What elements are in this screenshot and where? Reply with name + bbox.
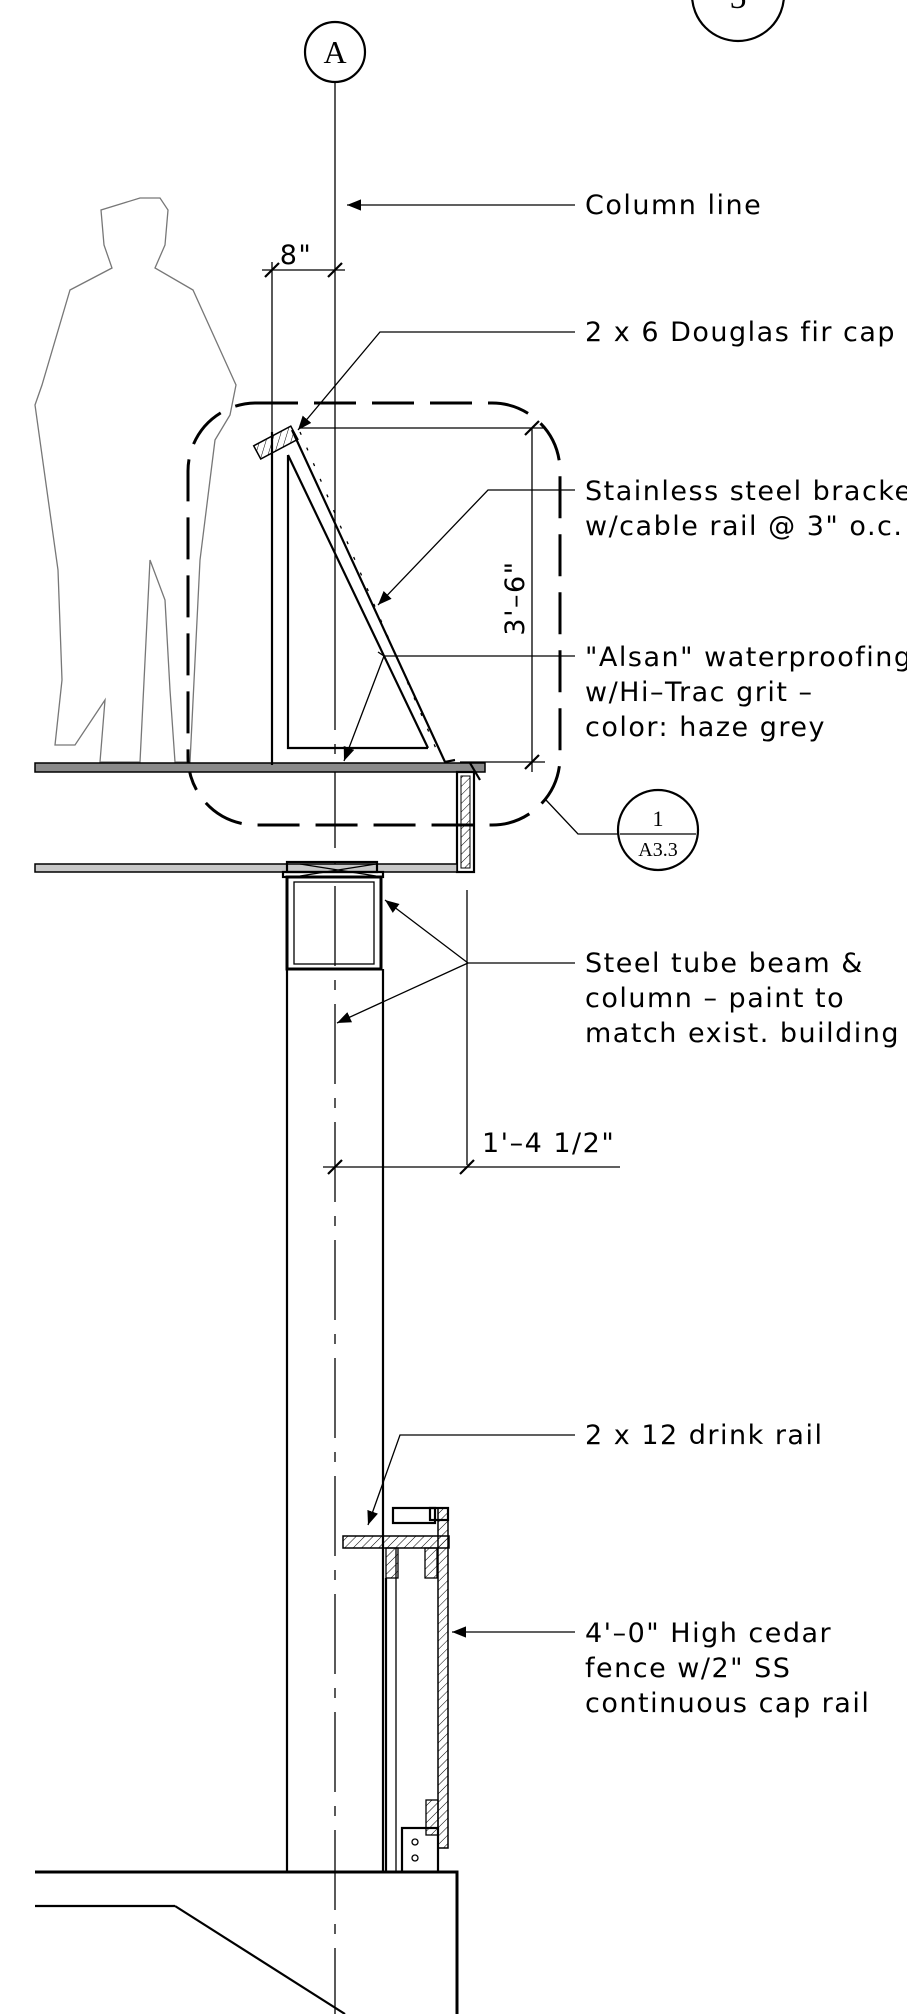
steel-column [285,890,468,1872]
note-beam-line-2: column – paint to [585,983,845,1014]
top-bubble-number: 5 [730,0,747,16]
human-figure [34,197,237,763]
annotation-notes: Column line 2 x 6 Douglas fir cap Stainl… [585,190,907,1719]
steel-tube-beam [281,860,385,971]
grid-bubble-a: A [303,20,367,84]
leader-lines [297,199,618,1638]
note-fir-cap: 2 x 6 Douglas fir cap [585,317,896,348]
douglas-fir-cap [252,425,299,461]
dimension-1ft4-5in: 1'–4 1/2" [323,1128,620,1175]
note-fence-line-2: fence w/2" SS [585,1653,791,1684]
note-drink-rail: 2 x 12 drink rail [585,1420,823,1451]
note-bracket-line-2: w/cable rail @ 3" o.c. [585,511,903,542]
note-fence-line-1: 4'–0" High cedar [585,1618,832,1649]
dimension-1ft4-5in-label: 1'–4 1/2" [482,1128,615,1159]
note-beam-line-3: match exist. building [585,1018,900,1049]
railing-bracket [252,425,456,765]
section-tag-sheet: A3.3 [638,839,677,861]
drink-rail-board [342,1535,450,1549]
detail-callout-boundary [186,401,562,827]
dimension-3ft6in: 3'–6" [300,420,545,772]
deck-assembly [34,762,486,874]
top-detail-bubble: 5 [691,0,785,43]
section-tag-number: 1 [653,806,664,831]
note-waterproofing-line-2: w/Hi–Trac grit – [585,677,814,708]
note-beam-line-1: Steel tube beam & [585,948,864,979]
grid-bubble-label: A [323,34,346,70]
note-waterproofing-line-1: "Alsan" waterproofing [585,642,907,673]
dimension-8in-label: 8" [280,240,313,271]
note-column-line: Column line [585,190,762,221]
cedar-fence [342,1506,450,1874]
note-waterproofing-line-3: color: haze grey [585,712,826,743]
dimension-8in: 8" [262,240,345,432]
dimension-3ft6in-label: 3'–6" [500,560,531,635]
note-fence-line-3: continuous cap rail [585,1688,870,1719]
concrete-footing [35,1870,459,2014]
section-reference-bubble: 1 A3.3 [616,788,700,872]
note-bracket-line-1: Stainless steel bracket [585,476,907,507]
